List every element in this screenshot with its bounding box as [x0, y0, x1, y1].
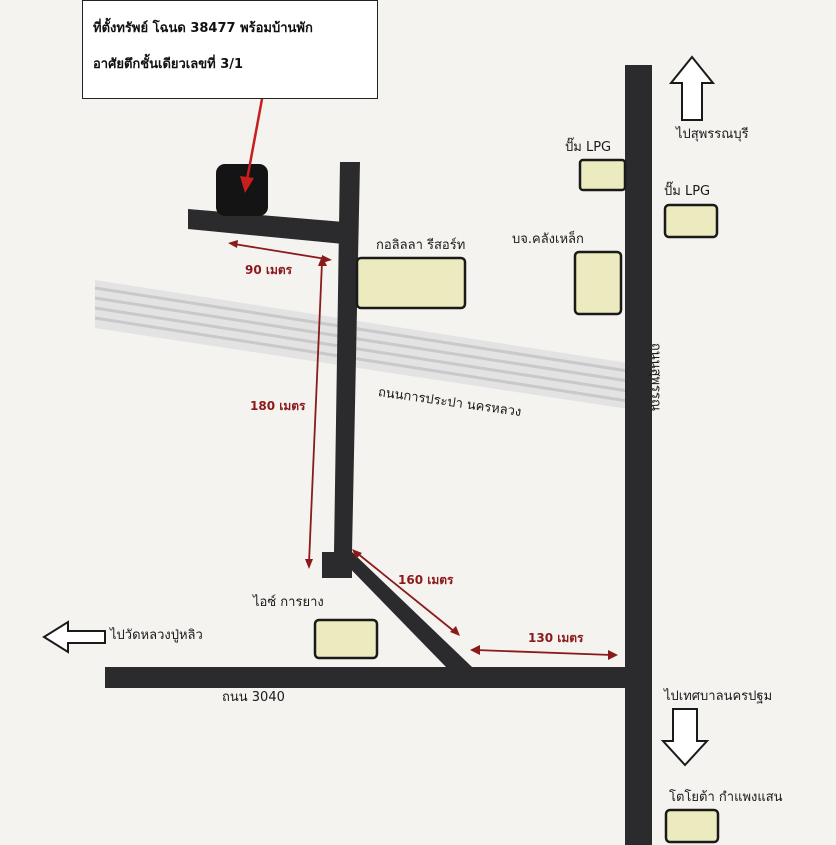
arrow-160m: [352, 549, 460, 636]
buildings: [313, 158, 720, 844]
distance-130m: 130 เมตร: [528, 631, 584, 645]
arrow-130m: [470, 645, 618, 660]
label-road-3040: ถนน 3040: [222, 690, 285, 705]
label-lpg-1: ปั๊ม LPG: [565, 140, 612, 155]
property-spur: [188, 209, 356, 245]
building-toyota: [664, 808, 720, 844]
distance-180m: 180 เมตร: [250, 399, 306, 413]
building-golf-resort: [355, 256, 467, 310]
side-road-upper: [334, 162, 360, 552]
label-golf-resort: กอลิลลา รีสอร์ท: [376, 238, 466, 253]
label-ice: ไอซ์ การยาง: [253, 595, 324, 610]
label-lpg-2: ปั๊ม LPG: [664, 184, 711, 199]
building-steel: [573, 250, 623, 316]
label-steel: บจ.คลังเหล็ก: [512, 232, 584, 247]
distance-arrows: [228, 240, 618, 660]
main-highway: [625, 65, 652, 845]
waterworks-canal: [94, 280, 629, 409]
west-arrow-icon: [42, 620, 106, 654]
building-ice: [313, 618, 379, 660]
property-title-line1: ที่ตั้งทรัพย์ โฉนด 38477 พร้อมบ้านพัก: [93, 21, 313, 36]
road-3040: [105, 667, 625, 688]
building-lpg-2: [663, 203, 719, 239]
distance-90m: 90 เมตร: [245, 263, 293, 277]
arrow-180m: [305, 256, 327, 569]
direction-arrows: [42, 55, 716, 767]
property-marker: [216, 164, 268, 216]
arrow-90m: [228, 240, 332, 263]
south-arrow-icon: [660, 708, 710, 767]
pointer-line: [240, 98, 264, 193]
distance-160m: 160 เมตร: [398, 573, 454, 587]
side-road-diagonal: [334, 552, 472, 667]
property-title-line2: อาศัยตึกชั้นเดียวเลขที่ 3/1: [93, 57, 244, 72]
label-to-wat: ไปวัดหลวงปู่หลิว: [110, 628, 203, 643]
label-to-nakhonpathom: ไปเทศบาลนครปฐม: [664, 689, 773, 704]
property-callout-box: ที่ตั้งทรัพย์ โฉนด 38477 พร้อมบ้านพัก อา…: [82, 0, 378, 99]
roads: [105, 65, 652, 845]
label-main-road: ถนนสุพรรณ: [648, 342, 664, 412]
label-to-suphanburi: ไปสุพรรณบุรี: [676, 127, 749, 142]
north-arrow-icon: [668, 55, 716, 121]
label-toyota: โตโยต้า กำแพงแสน: [669, 790, 783, 805]
building-lpg-1: [578, 158, 627, 192]
